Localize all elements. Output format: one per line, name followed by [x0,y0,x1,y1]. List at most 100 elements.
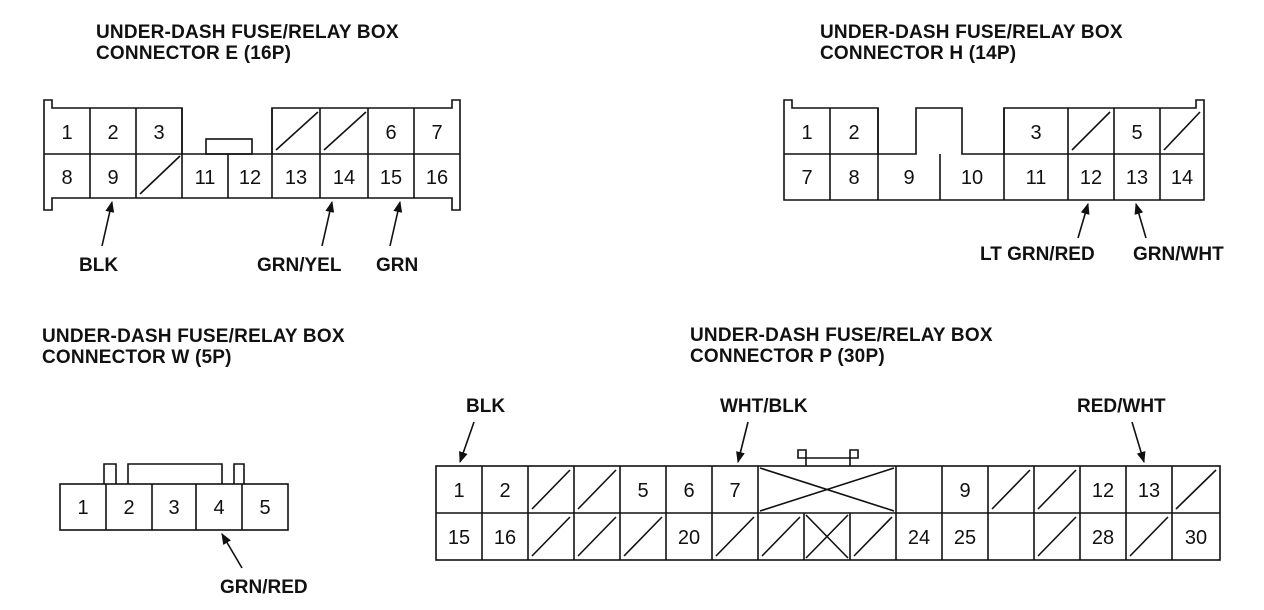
pin-e-3: 3 [153,122,164,144]
pin-h-14: 14 [1171,167,1193,189]
wire-arrow-p-13 [1131,421,1146,464]
pin-e-8: 8 [61,167,72,189]
pin-p-2: 2 [499,480,510,502]
connector-w-housing [59,483,289,531]
pin-labels: 1 2 3 6 7 8 9 11 12 13 14 15 16 1 2 3 5 … [61,122,1207,549]
pin-w-1: 1 [77,497,88,519]
blank-cavity [577,469,617,510]
blank-cavity [531,516,571,557]
pin-p-1: 1 [453,480,464,502]
wire-arrow-e-14 [321,200,335,247]
connector-p-title: UNDER-DASH FUSE/RELAY BOX CONNECTOR P (3… [690,325,993,367]
connector-e [43,99,461,247]
pin-e-1: 1 [61,122,72,144]
wire-label-e-grn-yel: GRN/YEL [257,255,342,276]
wire-label-e-grn: GRN [376,255,419,276]
blank-cavity [715,516,755,557]
wire-label-p-wht-blk: WHT/BLK [720,396,808,417]
pin-h-9: 9 [903,167,914,189]
blank-cavity [1037,516,1077,557]
pin-w-4: 4 [213,497,224,519]
pin-w-3: 3 [168,497,179,519]
blank-cavity [275,111,319,151]
wire-arrow-e-15 [389,200,403,247]
pin-e-15: 15 [380,167,402,189]
pin-h-8: 8 [848,167,859,189]
wire-arrow-h-13 [1134,202,1147,239]
pin-p-12: 12 [1092,480,1114,502]
pin-p-13: 13 [1138,480,1160,502]
connector-e-title-line2: CONNECTOR E (16P) [96,43,292,64]
blank-cavity [759,467,895,512]
connector-w-latch [103,463,245,484]
connector-h-title-line2: CONNECTOR H (14P) [820,43,1017,64]
pin-e-9: 9 [107,167,118,189]
pin-e-11: 11 [195,167,216,189]
blank-cavity [1037,469,1077,510]
connector-e-title-line1: UNDER-DASH FUSE/RELAY BOX [96,22,399,43]
wire-arrow-e-9 [101,200,115,247]
pin-p-7: 7 [729,480,740,502]
blank-cavity [577,516,617,557]
pin-w-5: 5 [259,497,270,519]
pin-h-10: 10 [961,167,983,189]
wire-arrow-p-1 [459,421,475,464]
pin-p-28: 28 [1092,527,1114,549]
connector-e-title: UNDER-DASH FUSE/RELAY BOX CONNECTOR E (1… [96,22,399,64]
pin-h-3: 3 [1030,122,1041,144]
connector-e-latch [205,138,253,155]
blank-cavity [1129,516,1169,557]
pin-p-25: 25 [954,527,976,549]
wire-arrow-p-7 [736,421,749,464]
connector-h-title: UNDER-DASH FUSE/RELAY BOX CONNECTOR H (1… [820,22,1123,64]
pin-h-5: 5 [1131,122,1142,144]
pin-h-12: 12 [1080,167,1102,189]
wire-arrow-w-4 [221,533,243,569]
blank-cavity [323,111,367,151]
blank-cavity [139,155,181,195]
connector-p-latch [797,449,859,466]
blank-cavity [623,516,663,557]
pin-e-7: 7 [431,122,442,144]
pin-e-12: 12 [239,167,261,189]
connector-w-title-line1: UNDER-DASH FUSE/RELAY BOX [42,326,345,347]
pin-h-7: 7 [801,167,812,189]
wire-label-w-grn-red: GRN/RED [220,577,308,598]
wire-label-e-blk: BLK [79,255,119,276]
pin-e-14: 14 [333,167,355,189]
pin-e-6: 6 [385,122,396,144]
connector-h-housing [783,99,1205,201]
pin-p-15: 15 [448,527,470,549]
connector-p-title-line1: UNDER-DASH FUSE/RELAY BOX [690,325,993,346]
wire-label-h-grn-wht: GRN/WHT [1133,244,1224,265]
pin-p-24: 24 [908,527,930,549]
pin-e-16: 16 [426,167,448,189]
pin-e-13: 13 [285,167,307,189]
connector-w-title-line2: CONNECTOR W (5P) [42,347,232,368]
wire-label-p-blk: BLK [466,396,506,417]
pin-w-2: 2 [123,497,134,519]
pin-e-2: 2 [107,122,118,144]
connector-e-housing [43,99,461,211]
pin-p-20: 20 [678,527,700,549]
blank-cavity [1163,111,1201,151]
blank-cavity [805,514,849,559]
connector-w-title: UNDER-DASH FUSE/RELAY BOX CONNECTOR W (5… [42,326,345,368]
connector-h-title-line1: UNDER-DASH FUSE/RELAY BOX [820,22,1123,43]
pin-h-1: 1 [801,122,812,144]
connector-p-title-line2: CONNECTOR P (30P) [690,346,885,367]
blank-cavity [1175,469,1217,510]
blank-cavity [531,469,571,510]
pin-p-16: 16 [494,527,516,549]
pin-p-5: 5 [637,480,648,502]
connector-p [435,421,1221,561]
connector-h [783,99,1205,239]
blank-cavity [1071,111,1111,151]
connector-w [59,463,289,569]
pin-h-13: 13 [1126,167,1148,189]
pin-p-9: 9 [959,480,970,502]
wire-arrow-h-12 [1077,202,1090,239]
blank-cavity [761,516,801,557]
pin-p-6: 6 [683,480,694,502]
